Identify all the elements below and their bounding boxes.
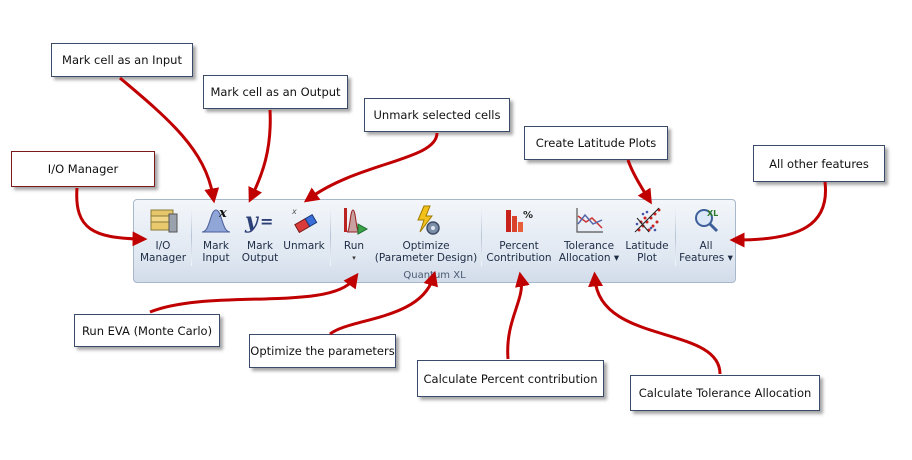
run-label: Run [343, 240, 365, 252]
y-equals-icon: y = [244, 208, 273, 234]
arrow-all-features [729, 181, 828, 248]
callout-io-manager: I/O Manager [11, 151, 155, 187]
optimize-button[interactable]: Optimize(Parameter Design) [374, 202, 478, 270]
arrow-percent [506, 271, 530, 360]
eraser-icon: x [291, 207, 318, 234]
magnifier-xl-icon: XL [695, 209, 718, 233]
svg-text:y: y [244, 208, 260, 234]
callout-mark-output: Mark cell as an Output [203, 75, 348, 109]
arrow-mark-input [119, 76, 220, 204]
separator [191, 206, 192, 266]
io-manager-label-2: Manager [139, 252, 187, 264]
mark-output-label-1: Mark [247, 240, 273, 252]
mark-input-label-2: Input [202, 252, 230, 264]
callout-unmark: Unmark selected cells [364, 98, 510, 132]
separator [675, 206, 676, 266]
io-manager-label-1: I/O [155, 240, 171, 252]
svg-text:%: % [523, 210, 533, 221]
scatter-plot-icon [634, 207, 661, 233]
callout-mark-input: Mark cell as an Input [51, 43, 193, 77]
latitude-label-2: Plot [637, 252, 657, 264]
percent-label-2: Contribution [486, 252, 552, 264]
arrow-io-manager [75, 187, 148, 247]
run-eva-button[interactable]: Run ▾ [334, 202, 374, 270]
distribution-x-icon: x [201, 206, 231, 233]
folders-icon [150, 209, 178, 233]
arrow-mark-output [248, 109, 272, 203]
bar-chart-percent-icon: % [506, 210, 533, 232]
arrow-optimize [329, 270, 438, 336]
run-dropdown-icon[interactable]: ▾ [352, 254, 356, 262]
run-eva-icon [344, 208, 369, 235]
tolerance-label-1: Tolerance [563, 240, 615, 252]
separator [481, 206, 482, 266]
latitude-label-1: Latitude [625, 240, 669, 252]
callout-run-eva: Run EVA (Monte Carlo) [74, 314, 220, 347]
svg-text:x: x [291, 207, 297, 216]
mark-input-label-1: Mark [203, 240, 229, 252]
line-chart-icon [576, 208, 603, 233]
callout-all-other: All other features [753, 145, 885, 182]
all-features-label-1: All [699, 240, 713, 252]
callout-tolerance: Calculate Tolerance Allocation [630, 375, 820, 411]
svg-text:=: = [260, 212, 273, 231]
percent-label-1: Percent [499, 240, 539, 252]
optimize-label-1: Optimize [402, 240, 450, 252]
unmark-label: Unmark [283, 240, 325, 252]
callout-latitude: Create Latitude Plots [524, 126, 668, 160]
all-features-label-2: Features ▾ [679, 252, 733, 264]
unmark-button[interactable]: x Unmark [282, 202, 326, 270]
arrow-unmark [303, 132, 439, 203]
optimize-label-2: (Parameter Design) [374, 252, 478, 264]
arrow-run [149, 272, 359, 314]
callout-percent: Calculate Percent contribution [417, 360, 604, 397]
separator [330, 206, 331, 266]
arrow-latitude [626, 159, 652, 205]
tolerance-label-2: Allocation ▾ [558, 252, 620, 264]
callout-optimize: Optimize the parameters [249, 334, 396, 368]
arrow-tolerance [588, 271, 722, 375]
gears-icon [417, 205, 440, 235]
svg-text:XL: XL [707, 209, 718, 218]
mark-output-label-2: Output [241, 252, 279, 264]
svg-text:x: x [218, 206, 227, 221]
